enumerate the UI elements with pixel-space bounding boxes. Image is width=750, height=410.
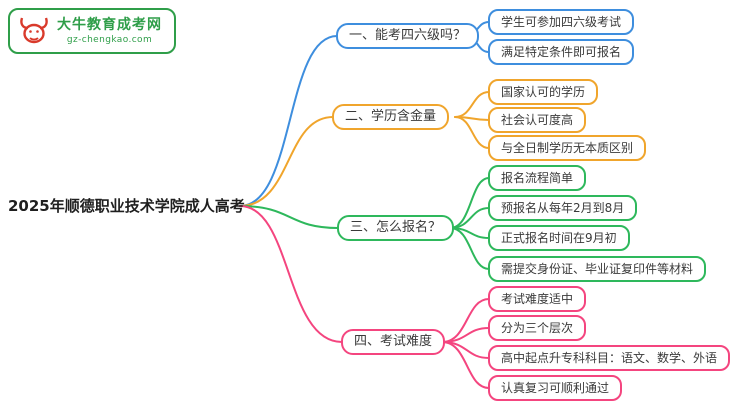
site-logo[interactable]: 大牛教育成考网 gz-chengkao.com <box>8 8 176 54</box>
leaf-node: 分为三个层次 <box>488 315 587 341</box>
link-branch2-leaf1 <box>454 91 490 118</box>
link-branch2-leaf3 <box>454 116 490 149</box>
link-branch3-leaf4 <box>449 227 490 270</box>
branch-exam-difficulty: 四、考试难度 <box>341 329 446 355</box>
link-root-branch2 <box>239 116 334 207</box>
leaf-node: 正式报名时间在9月初 <box>488 225 630 251</box>
branch-degree-value: 二、学历含金量 <box>332 104 450 130</box>
branch-how-to-register: 三、怎么报名？ <box>337 215 455 241</box>
logo-text: 大牛教育成考网 gz-chengkao.com <box>57 16 162 46</box>
link-root-branch1 <box>239 35 338 207</box>
bull-icon <box>18 15 50 47</box>
leaf-node: 与全日制学历无本质区别 <box>488 135 647 161</box>
logo-title: 大牛教育成考网 <box>57 17 162 33</box>
root-topic: 2025年顺德职业技术学院成人高考 <box>8 197 245 215</box>
link-root-branch3 <box>239 205 339 229</box>
logo-subtitle: gz-chengkao.com <box>66 35 153 45</box>
link-branch3-leaf2 <box>449 207 490 229</box>
link-branch4-leaf4 <box>441 341 490 389</box>
leaf-node: 预报名从每年2月到8月 <box>488 195 638 221</box>
leaf-node: 国家认可的学历 <box>488 79 599 105</box>
leaf-node: 认真复习可顺利通过 <box>488 375 623 401</box>
leaf-node: 满足特定条件即可报名 <box>488 39 635 65</box>
leaf-node: 考试难度适中 <box>488 286 587 312</box>
leaf-node: 需提交身份证、毕业证复印件等材料 <box>488 256 707 282</box>
leaf-node: 报名流程简单 <box>488 165 587 191</box>
link-root-branch4 <box>239 205 343 343</box>
leaf-node: 社会认可度高 <box>488 107 587 133</box>
leaf-node: 高中起点升专科科目：语文、数学、外语 <box>488 345 731 371</box>
branch-can-take-cet: 一、能考四六级吗？ <box>336 23 480 49</box>
leaf-node: 学生可参加四六级考试 <box>488 9 635 35</box>
